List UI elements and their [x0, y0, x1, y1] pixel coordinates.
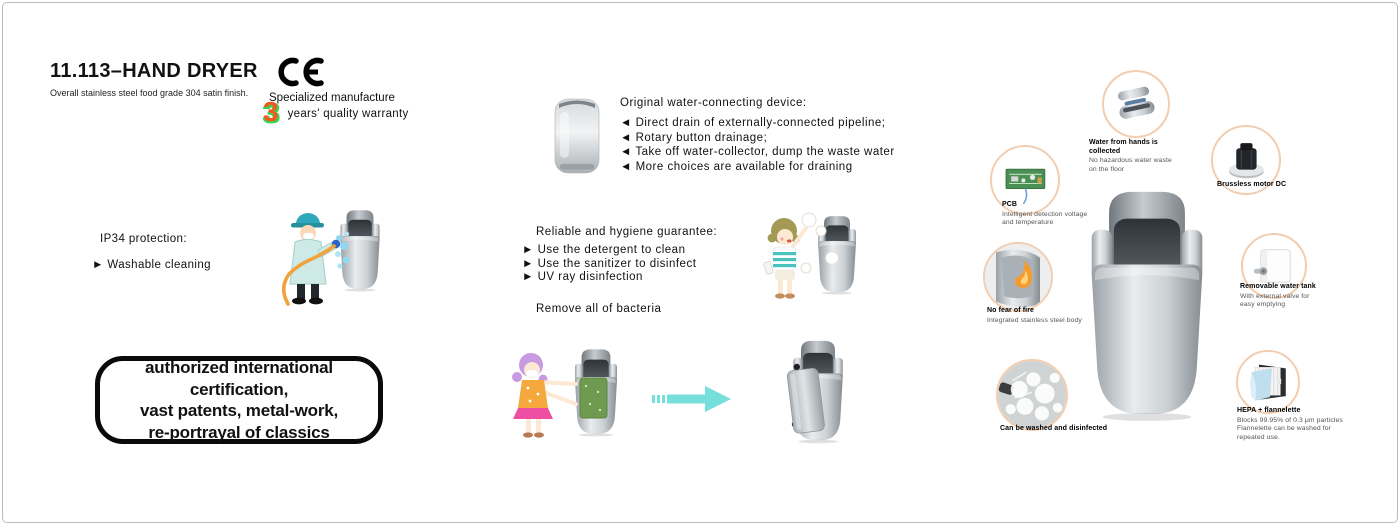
- feature-title: Can be washed and disinfected: [1000, 425, 1108, 432]
- slogan-line-1: authorized international certification,: [145, 358, 333, 399]
- hygiene-bullet: ► Use the detergent to clean: [522, 244, 686, 256]
- feature-desc: With external valve for easy emptying: [1240, 292, 1310, 309]
- worker-washing-illustration: [281, 210, 380, 306]
- feature-caption-water-collected: Water from hands is collected No hazardo…: [1089, 139, 1179, 174]
- ip34-heading: IP34 protection:: [100, 233, 187, 245]
- feature-circle-fire: [983, 242, 1053, 312]
- water-device-bullet: ◄ Rotary button drainage;: [620, 131, 768, 144]
- feature-title: HEPA + flannelette: [1237, 407, 1301, 414]
- feature-title: Removable water tank: [1240, 283, 1316, 290]
- feature-title: No fear of fire: [987, 307, 1035, 314]
- water-tank-icon: [1253, 249, 1291, 283]
- feature-desc: No hazardous water waste on the floor: [1089, 157, 1172, 173]
- feature-circle-motor: [1211, 125, 1281, 195]
- feature-desc: Flannelette can be washed for repeated u…: [1237, 425, 1331, 441]
- feature-desc: Integrated stainless steel body: [987, 316, 1082, 324]
- feature-caption-pcb: PCB Intelligent detection voltage and te…: [1002, 201, 1098, 228]
- water-device-heading: Original water-connecting device:: [620, 97, 807, 109]
- ce-mark-icon: [278, 57, 324, 87]
- hygiene-heading: Reliable and hygiene guarantee:: [536, 226, 718, 238]
- motor-icon: [1228, 142, 1264, 178]
- feature-title: PCB: [1002, 201, 1018, 208]
- feature-title: Water from hands is collected: [1089, 139, 1158, 155]
- pcb-icon: [1005, 168, 1045, 204]
- page-title: 11.113–HAND DRYER: [50, 60, 258, 82]
- water-collector-device-image: [554, 98, 600, 174]
- girl-cleaning-illustration: [763, 212, 856, 299]
- hygiene-bullet: ► Use the sanitizer to disinfect: [522, 257, 697, 270]
- warranty-years-number: 3: [263, 96, 279, 127]
- cyan-right-arrow-icon: [652, 386, 731, 412]
- water-device-bullet: ◄ More choices are available for drainin…: [620, 160, 853, 173]
- hepa-filter-icon: [1249, 364, 1286, 401]
- feature-circle-hepa: [1236, 350, 1300, 414]
- slogan-line-2: vast patents, metal-work,: [139, 401, 339, 420]
- hand-dryer-open-panel-image: [775, 338, 861, 444]
- certification-slogan-box: authorized international certification, …: [95, 356, 383, 444]
- hygiene-bullet: ► UV ray disinfection: [522, 271, 643, 283]
- feature-title: Brussless motor DC: [1217, 181, 1287, 188]
- feature-desc: Intelligent detection voltage and temper…: [1002, 210, 1088, 227]
- spray-wash-icon: [998, 361, 1066, 429]
- water-splash-icon: [335, 231, 350, 269]
- page-subtitle: Overall stainless steel food grade 304 s…: [50, 88, 249, 98]
- ip34-bullet: ► Washable cleaning: [92, 259, 211, 271]
- feature-desc: Blocks 99.95% of 0.3 μm particles: [1237, 416, 1343, 424]
- feature-circle-water-collected: [1102, 70, 1170, 138]
- slogan-line-3: re-portrayal of classics: [148, 422, 330, 442]
- feature-caption-fire: No fear of fire Integrated stainless ste…: [987, 307, 1091, 325]
- feature-caption-hepa: HEPA + flannelette Blocks 99.95% of 0.3 …: [1237, 407, 1349, 442]
- feature-circle-tank: [1241, 233, 1307, 299]
- water-device-section: Original water-connecting device: ◄ Dire…: [620, 97, 895, 174]
- foam-puffs-icon: [800, 212, 839, 274]
- warranty-line: 3 years' quality warranty: [263, 98, 409, 126]
- hygiene-footer: Remove all of bacteria: [536, 302, 662, 315]
- collector-tray-icon: [1118, 87, 1155, 120]
- feature-circle-pcb: [990, 145, 1060, 215]
- feature-circle-wash: [996, 359, 1068, 431]
- manufacture-line: Specialized manufacture: [269, 92, 395, 104]
- water-device-bullet: ◄ Take off water-collector, dump the was…: [620, 146, 895, 158]
- feature-caption-tank: Removable water tank With external valve…: [1240, 283, 1322, 310]
- fire-test-icon: [985, 244, 1051, 310]
- hygiene-section: Reliable and hygiene guarantee: ► Use th…: [522, 226, 717, 315]
- feature-caption-wash: Can be washed and disinfected: [1000, 425, 1110, 435]
- warranty-text: years' quality warranty: [287, 108, 409, 120]
- water-device-bullet: ◄ Direct drain of externally-connected p…: [620, 117, 886, 129]
- girl-replacing-filter-illustration: [512, 349, 617, 438]
- feature-caption-motor: Brussless motor DC: [1217, 181, 1309, 191]
